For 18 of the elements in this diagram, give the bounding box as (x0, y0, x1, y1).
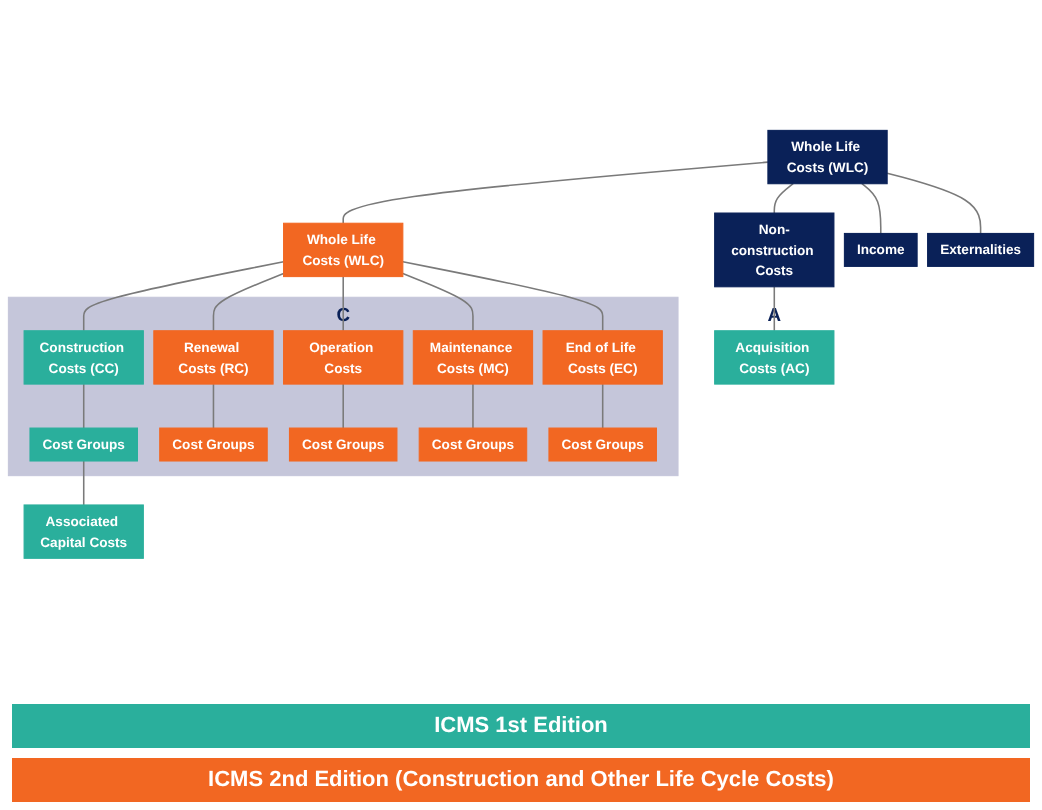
connector (886, 173, 982, 235)
connector (402, 273, 474, 333)
connector (212, 273, 285, 333)
connector (342, 162, 769, 225)
connector (212, 383, 215, 430)
connector (773, 183, 794, 215)
connector (342, 276, 344, 333)
connector (82, 460, 85, 507)
connector (342, 383, 344, 430)
connector (861, 183, 882, 235)
connector (82, 261, 285, 333)
connector (773, 286, 776, 333)
connector (472, 383, 474, 430)
legend-bar: ICMS 1st Edition (12, 704, 1030, 748)
connector (402, 261, 604, 333)
legend-bar: ICMS 2nd Edition (Construction and Other Life Cycle Costs) (12, 758, 1030, 802)
connector (601, 383, 604, 430)
connector (82, 383, 85, 430)
